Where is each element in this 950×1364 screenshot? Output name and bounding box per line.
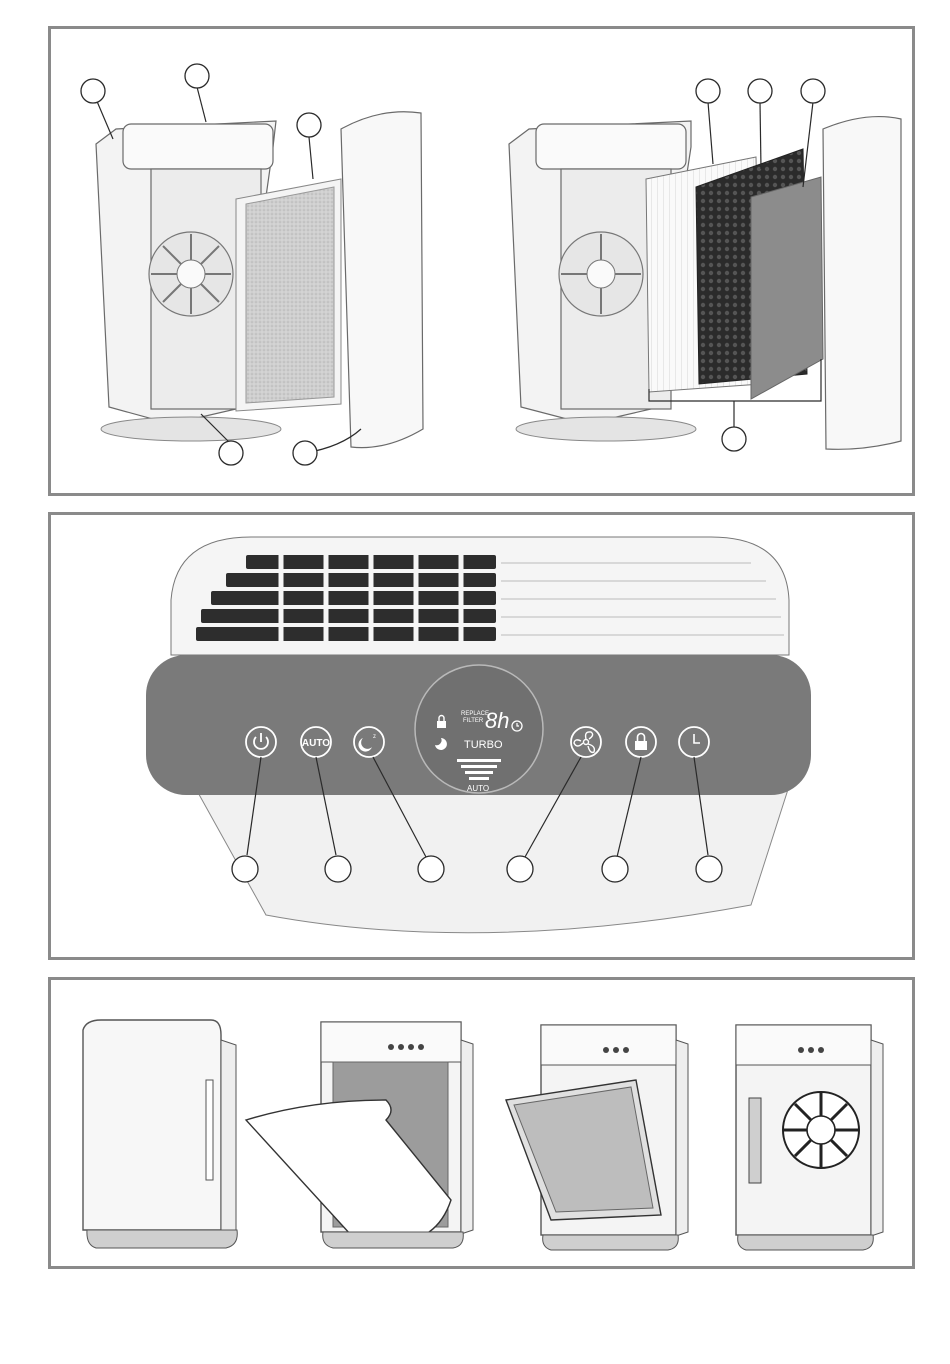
fan-icon-right: [559, 232, 643, 316]
power-button[interactable]: [246, 727, 276, 757]
step-remove-filter: [506, 1025, 688, 1250]
sleep-button[interactable]: z: [354, 727, 384, 757]
pre-filter-grey: [751, 177, 823, 399]
maintenance-steps-illustration: [51, 980, 912, 1266]
control-panel-illustration: REPLACE FILTER 8h TURBO AUTO: [51, 515, 912, 957]
replace-filter-line2: FILTER: [463, 718, 484, 724]
auto-display-label: AUTO: [467, 784, 489, 793]
maintenance-steps-panel: [48, 977, 915, 1269]
pre-filter-felt: [236, 179, 341, 411]
fan-icon-left: [149, 232, 233, 316]
display-digits: 8h: [485, 708, 509, 733]
child-lock-button[interactable]: [626, 727, 656, 757]
exploded-view-panel: [48, 26, 915, 496]
auto-button[interactable]: AUTO: [301, 727, 331, 757]
step-closed-unit: [83, 1020, 237, 1248]
top-air-outlet-grille: [171, 537, 789, 655]
turbo-label: TURBO: [464, 739, 503, 751]
fan-icon-step4: [783, 1092, 859, 1168]
timer-button[interactable]: [679, 727, 709, 757]
svg-text:z: z: [373, 734, 376, 740]
front-cover-right: [823, 117, 901, 450]
step-fan-exposed: [736, 1025, 883, 1250]
fan-speed-button[interactable]: [571, 727, 601, 757]
exploded-view-illustration: [51, 29, 912, 493]
auto-button-label: AUTO: [302, 738, 330, 749]
status-display: REPLACE FILTER 8h TURBO AUTO: [415, 665, 543, 793]
front-cover-left: [341, 112, 423, 448]
step-remove-front-cover: [246, 1022, 473, 1248]
control-panel-view: REPLACE FILTER 8h TURBO AUTO: [48, 512, 915, 960]
